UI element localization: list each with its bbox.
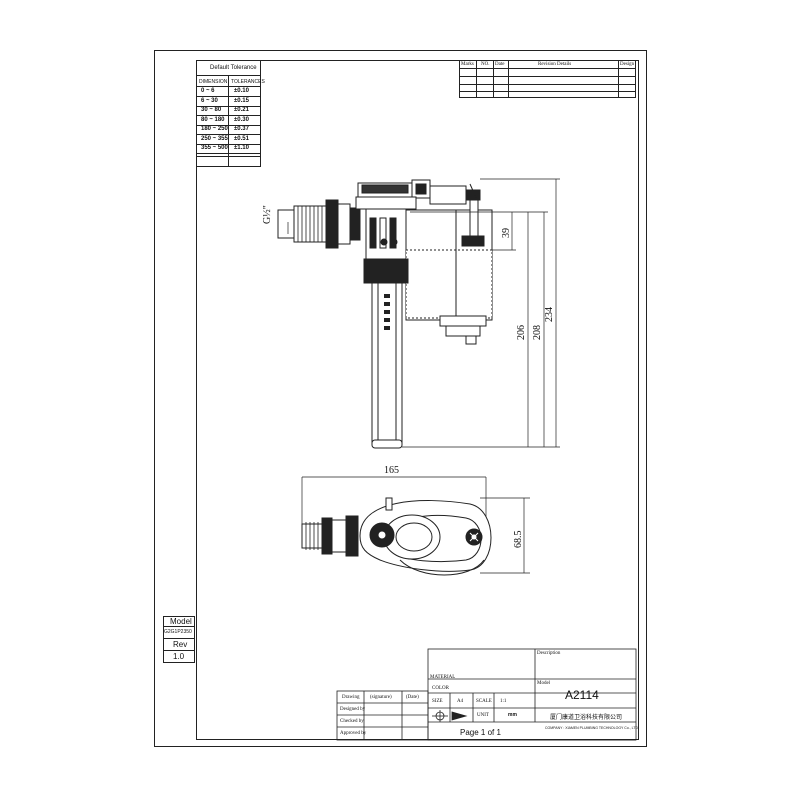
tolerance-value: ±1.10 xyxy=(234,145,249,151)
tolerance-dimension: 0 ~ 6 xyxy=(201,88,215,94)
side-model-label: Model xyxy=(170,617,192,626)
tolerance-value: ±0.21 xyxy=(234,107,249,113)
rev-col-design: Design xyxy=(620,62,635,67)
tb-signature-label: (signature) xyxy=(370,695,392,700)
tolerance-row: 30 ~ 80 ±0.21 xyxy=(198,107,260,115)
tb-page-text: Page 1 of 1 xyxy=(460,728,501,737)
dim-thread: G½" xyxy=(262,205,273,224)
drawing-frame xyxy=(154,50,647,747)
tolerance-row-divider xyxy=(196,153,261,154)
tolerance-dimension: 250 ~ 355 xyxy=(201,135,228,142)
tolerance-row: 6 ~ 30 ±0.15 xyxy=(198,98,260,106)
tolerance-dimension: 180 ~ 250 xyxy=(201,126,228,132)
tb-scale-value: 1:1 xyxy=(500,699,507,704)
rev-col-marks: Marks xyxy=(461,62,474,67)
tb-color-label: COLOR xyxy=(432,686,449,691)
dim-39: 39 xyxy=(501,228,512,238)
side-model-value: G2G1P2350 xyxy=(164,629,192,635)
tb-unit-label: UNIT xyxy=(477,713,489,718)
tolerance-row: 80 ~ 180 ±0.30 xyxy=(198,117,260,125)
dim-165: 165 xyxy=(384,465,399,476)
drawing-inner-border xyxy=(196,60,639,740)
top-view xyxy=(301,476,530,576)
tolerance-value: ±0.37 xyxy=(234,126,249,132)
tb-model-value: A2114 xyxy=(565,688,599,702)
side-rev-label: Rev xyxy=(173,640,188,649)
tolerance-row-divider xyxy=(196,143,261,145)
tb-description-label: Description xyxy=(537,651,561,656)
side-rev-value: 1.0 xyxy=(173,652,185,661)
tb-checked-by: Checked by xyxy=(340,719,364,724)
tolerance-value: ±0.51 xyxy=(234,135,249,142)
tb-approved-by: Approved by xyxy=(340,731,367,736)
tb-unit-value: mm xyxy=(508,712,517,718)
tolerance-row-divider xyxy=(196,115,261,116)
tolerance-title: Default Tolerance xyxy=(210,65,257,71)
tb-drawing-label: Drawing xyxy=(342,695,360,700)
dim-68-5: 68.5 xyxy=(513,530,524,549)
tolerance-row: 180 ~ 250 ±0.37 xyxy=(198,126,260,134)
thread-lines xyxy=(297,206,323,242)
tolerance-col-tolerances: TOLERANCES xyxy=(231,79,265,85)
front-view xyxy=(277,178,560,449)
rev-col-date: Date xyxy=(495,62,505,67)
tolerance-value: ±0.30 xyxy=(234,116,249,123)
tolerance-row-divider xyxy=(196,134,261,135)
tolerance-value: ±0.15 xyxy=(234,97,249,104)
tolerance-dimension: 355 ~ 500 xyxy=(201,145,228,151)
tb-scale-label: SCALE xyxy=(476,699,492,704)
tolerance-value: ±0.10 xyxy=(234,88,249,94)
tb-date-label: (Date) xyxy=(406,695,419,700)
tolerance-row: 250 ~ 355 ±0.51 xyxy=(198,136,260,144)
rev-col-details: Revision Details xyxy=(538,62,572,67)
tb-model-label: Model xyxy=(537,681,551,686)
dim-208: 208 xyxy=(532,325,543,340)
dim-206: 206 xyxy=(516,325,527,340)
title-block-lines xyxy=(336,648,637,741)
tb-company-en: COMPANY : XIAMEN PLUMBING TECHNOLOGY Co.… xyxy=(545,726,639,730)
tolerance-row: 355 ~ 500 ±1.10 xyxy=(198,145,260,153)
tolerance-dimension: 80 ~ 180 xyxy=(201,116,225,123)
tolerance-col-dimension: DIMENSION xyxy=(199,79,228,85)
tolerance-row-divider xyxy=(196,124,261,126)
tolerance-dimension: 6 ~ 30 xyxy=(201,97,218,104)
tb-designed-by: Designed by xyxy=(340,707,366,712)
tb-material-label: MATERIAL xyxy=(430,675,456,680)
tolerance-row-divider xyxy=(196,105,261,107)
tolerance-row: 0 ~ 6 ±0.10 xyxy=(198,88,260,96)
tb-size-label: SIZE xyxy=(432,699,443,704)
tb-size-value: A4 xyxy=(457,699,464,704)
tb-company-cn: 厦门康道卫浴科技有限公司 xyxy=(550,715,623,721)
tolerance-row-divider xyxy=(196,96,261,97)
rev-col-no: NO. xyxy=(481,62,490,67)
tolerance-dimension: 30 ~ 80 xyxy=(201,107,222,113)
dim-234: 234 xyxy=(544,307,555,322)
